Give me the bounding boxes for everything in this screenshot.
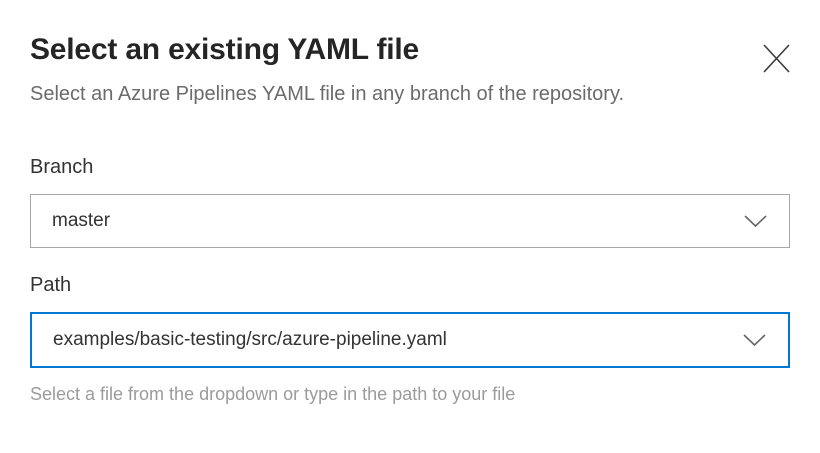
dialog-header: Select an existing YAML file [30,30,790,73]
close-icon [761,42,792,75]
close-button[interactable] [754,36,798,80]
chevron-down-icon [744,214,773,228]
branch-label: Branch [30,156,94,178]
chevron-down-icon [743,333,772,347]
dialog-subtitle: Select an Azure Pipelines YAML file in a… [30,83,625,105]
branch-combobox[interactable]: master [30,194,790,248]
path-label: Path [30,274,72,296]
path-helper-text: Select a file from the dropdown or type … [30,384,516,404]
path-combobox[interactable]: examples/basic-testing/src/azure-pipelin… [30,312,790,368]
path-value: examples/basic-testing/src/azure-pipelin… [53,329,447,350]
branch-value: master [52,210,111,231]
dialog-title: Select an existing YAML file [30,33,419,66]
